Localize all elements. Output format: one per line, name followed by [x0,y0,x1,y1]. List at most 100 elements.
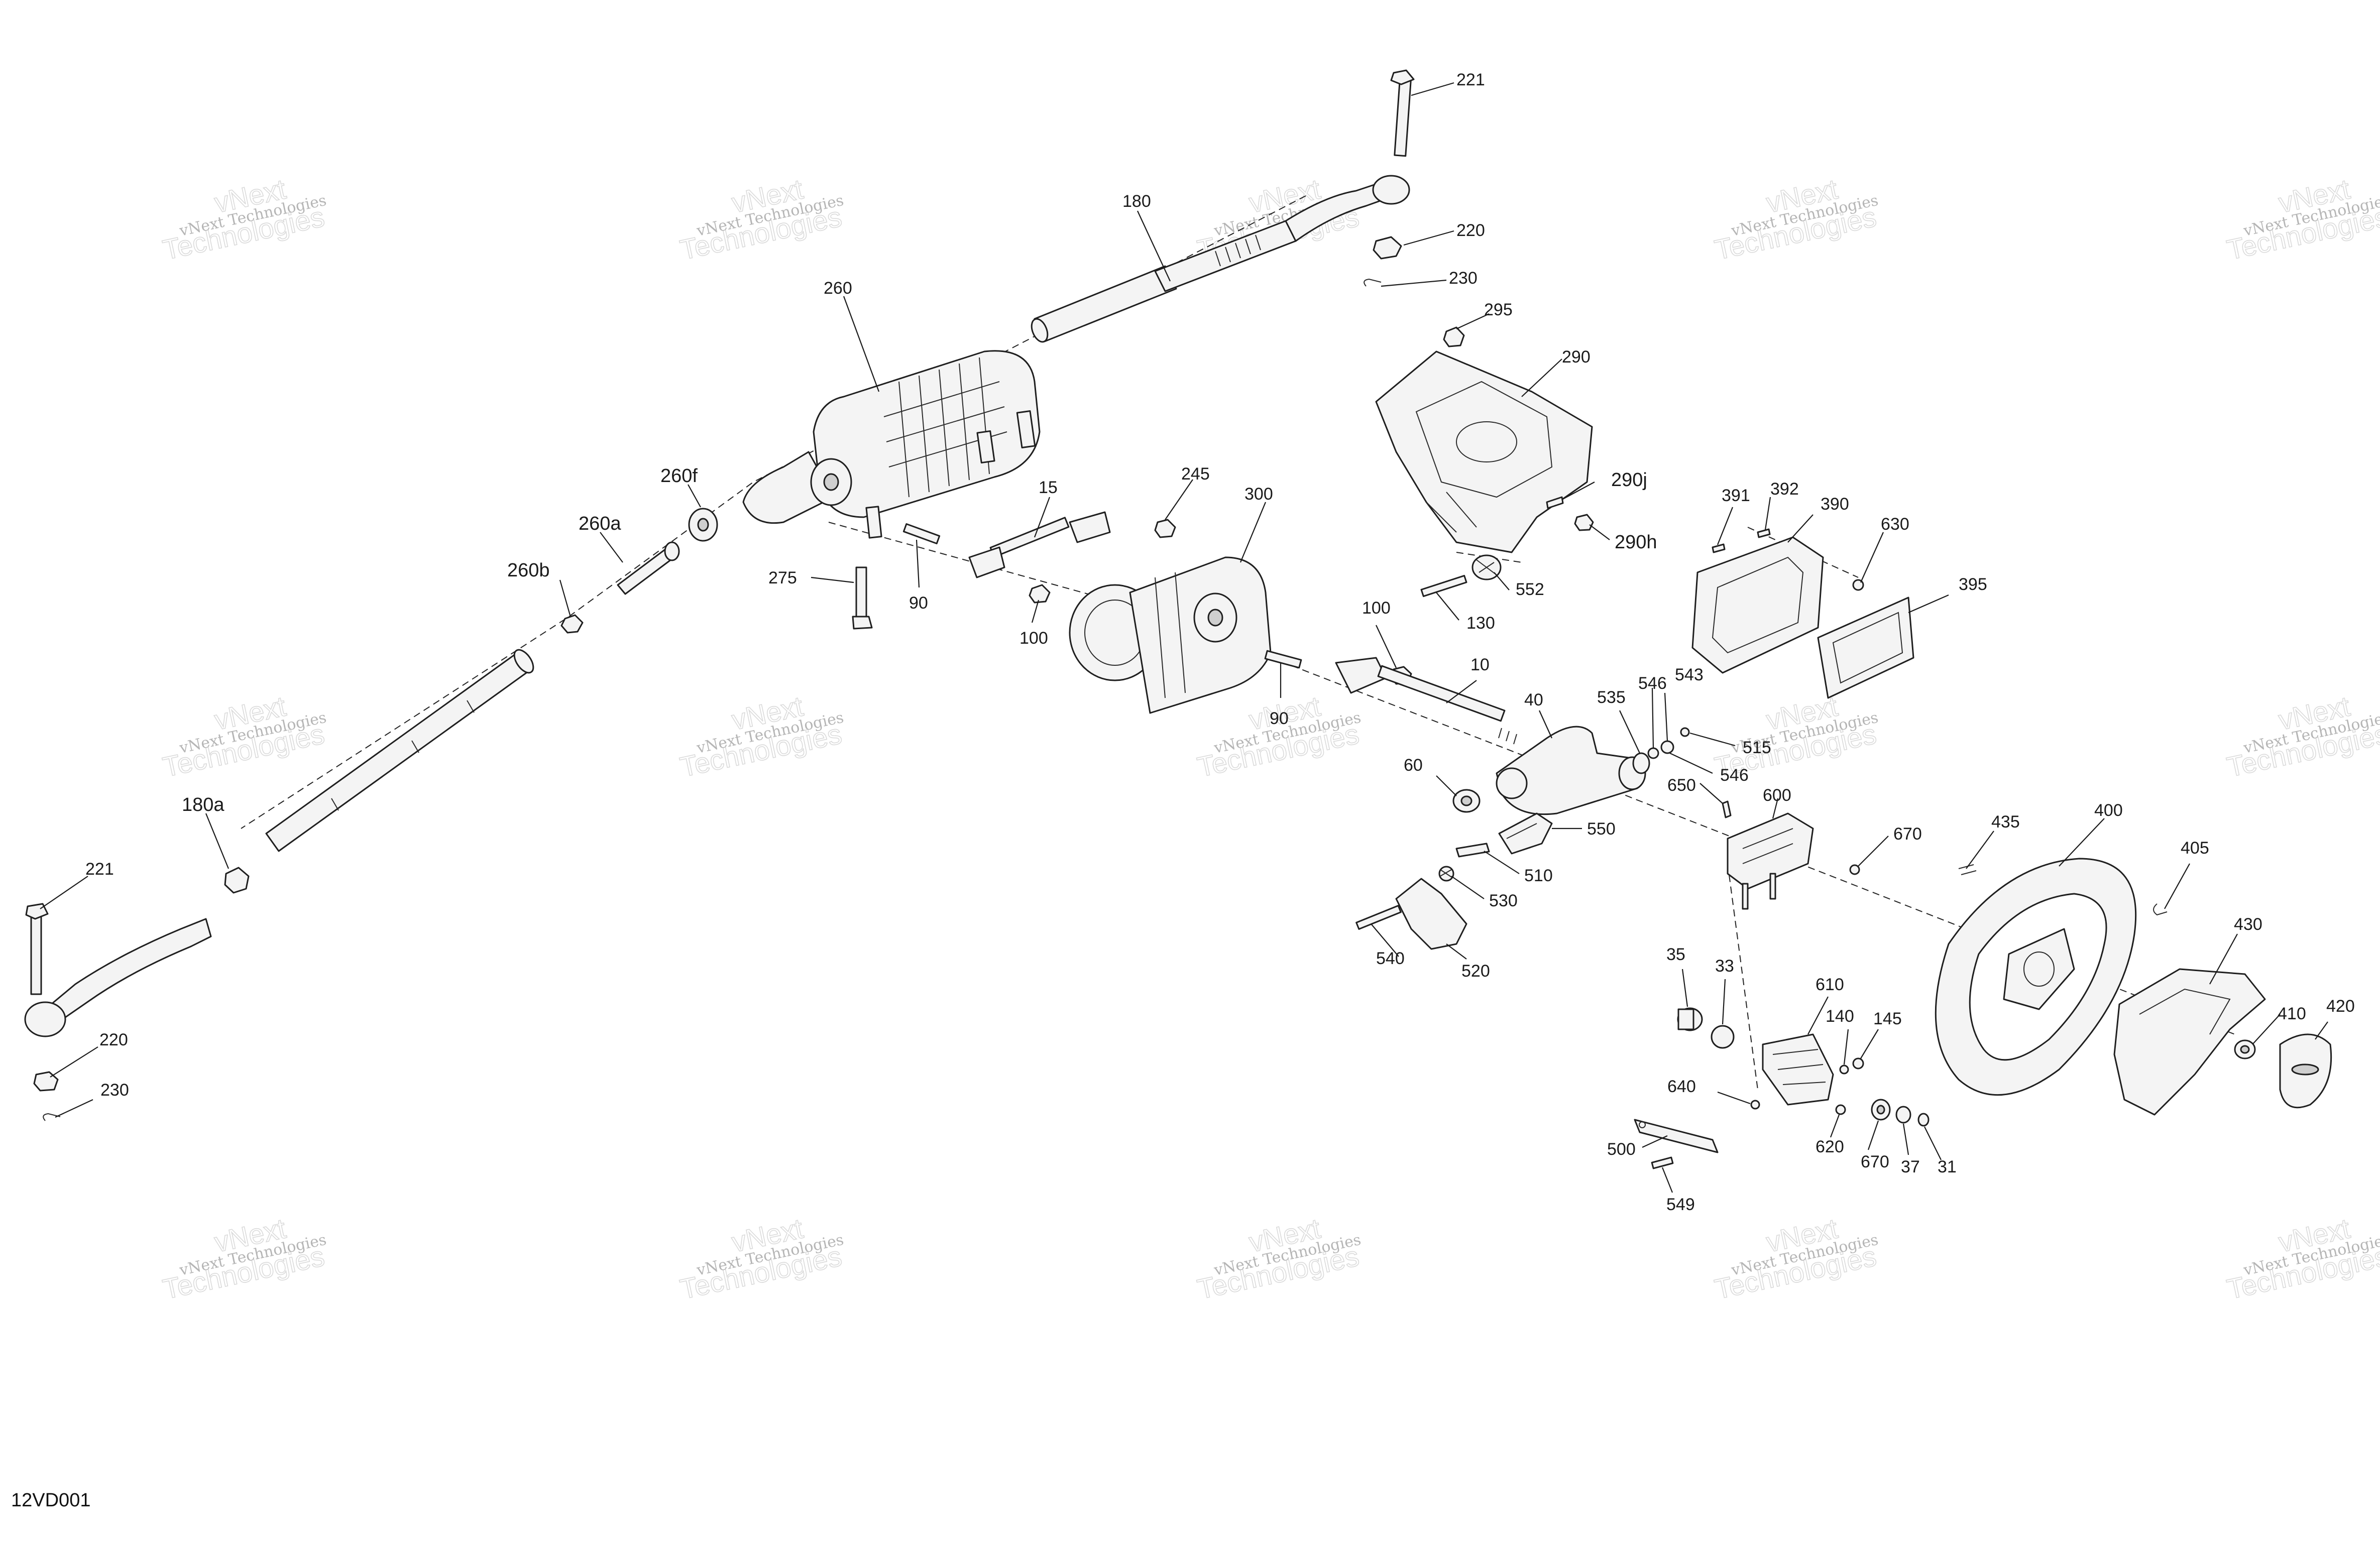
watermark: vNext Technologies vNext Technologies [1712,172,1880,266]
handle-520 [1395,878,1467,950]
center-cap-420 [2279,1033,2332,1109]
callout-546-a: 546 [1638,674,1667,693]
spring-530 [1438,866,1454,882]
support-bracket-290 [1375,350,1593,553]
callout-40: 40 [1524,690,1543,709]
watermark: vNext Technologies vNext Technologies [2224,689,2380,783]
bolt-650 [1722,800,1732,818]
watermark: vNext Technologies vNext Technologies [160,1212,328,1305]
callout-610: 610 [1816,975,1844,994]
washer-620 [1835,1104,1846,1115]
damper-552 [1471,554,1502,580]
callout-221-bot: 221 [85,860,114,879]
watermark: vNext Technologies vNext Technologies [2224,1212,2380,1305]
watermark: vNext Technologies vNext Technologies [677,172,845,266]
callout-145: 145 [1873,1009,1902,1028]
trim-cover-430 [2113,968,2266,1116]
strap-500 [1634,1119,1719,1153]
bolt-90-lower [1264,650,1302,669]
callout-60: 60 [1404,756,1423,775]
washer-140 [1839,1064,1849,1075]
callout-100-b: 100 [1362,599,1391,618]
callout-290j: 290j [1611,469,1647,491]
screw-392 [1757,528,1771,538]
nut-100-upper [1029,584,1051,604]
ring-37 [1895,1106,1911,1124]
watermark: vNext Technologies vNext Technologies [2224,172,2380,266]
tie-rod-nut-bottom [33,1071,59,1092]
callout-230-top: 230 [1449,269,1478,288]
callout-220-bot: 220 [99,1030,128,1049]
callout-395: 395 [1959,575,1987,594]
callout-260: 260 [824,279,852,298]
callout-535: 535 [1597,688,1626,707]
power-steering-unit-300 [1069,556,1272,714]
callout-10: 10 [1470,655,1490,674]
watermark: vNext Technologies vNext Technologies [677,1212,845,1305]
nut-290h [1574,514,1594,531]
intermediate-shaft-15 [968,511,1111,578]
nut-410 [2234,1039,2256,1059]
callout-543: 543 [1675,665,1704,684]
callout-650: 650 [1667,776,1696,795]
bolt-290j [1546,496,1564,509]
callout-180: 180 [1122,192,1151,211]
steering-column-axis [828,522,2235,1035]
callout-670-b: 670 [1861,1152,1889,1171]
tie-rod-assembly-top [1031,175,1410,343]
callout-90-b: 90 [1270,709,1289,728]
display-cover-390 [1691,536,1824,674]
tie-rod-nut-top [1373,236,1402,260]
callout-15: 15 [1039,478,1058,497]
boot-260f [688,508,718,542]
oring-33 [1711,1025,1735,1049]
bushing-35 [1677,1007,1703,1031]
callout-275: 275 [768,568,797,587]
washer-546-b [1680,727,1690,737]
clip-405 [2153,903,2168,916]
callout-230-bot: 230 [100,1081,129,1100]
bolt-130 [1420,574,1467,598]
washer-546-a [1647,747,1659,759]
callout-100-a: 100 [1019,629,1048,648]
callout-260f: 260f [660,465,698,487]
cotter-pin-top [1364,278,1382,287]
callout-500: 500 [1607,1140,1636,1159]
callout-260b: 260b [507,560,550,581]
callout-530: 530 [1489,891,1518,910]
tie-rod-bolt-bottom [25,903,49,995]
callout-410: 410 [2278,1004,2306,1023]
steering-wheel-400 [1935,858,2137,1096]
bearing-535 [1632,752,1650,774]
figure-code: 12VD001 [11,1490,90,1511]
callout-640: 640 [1667,1077,1696,1096]
leader-lines [40,82,2328,1193]
steering-rack-260 [742,350,1041,539]
tilt-bracket-axis [1727,863,1758,1090]
watermark: vNext Technologies vNext Technologies [1194,1212,1363,1305]
watermark-layer: vNext Technologies vNext Technologies vN… [160,172,2380,1305]
callout-31: 31 [1938,1157,1957,1176]
watermark: vNext Technologies vNext Technologies [1712,1212,1880,1305]
callout-550: 550 [1587,819,1616,839]
callout-515: 515 [1743,738,1771,757]
bushing-60 [1452,789,1481,813]
callout-510: 510 [1524,866,1553,885]
washer-543 [1660,740,1674,754]
callout-670-a: 670 [1893,824,1922,844]
callout-180a: 180a [182,794,224,815]
callout-33: 33 [1715,957,1734,976]
nut-145 [1852,1057,1864,1070]
inner-rod-260a [617,541,680,595]
wire-435 [1958,864,1977,875]
nut-260b [560,614,584,634]
tie-rod-bolt-top [1390,69,1415,157]
callout-130: 130 [1466,614,1495,633]
callout-552: 552 [1516,580,1544,599]
bolt-549 [1651,1156,1674,1169]
callout-435: 435 [1991,812,2020,832]
callout-420: 420 [2326,997,2355,1016]
tilt-lever-550 [1498,812,1553,855]
steering-shaft-10 [1335,657,1517,745]
callout-630: 630 [1881,515,1909,534]
